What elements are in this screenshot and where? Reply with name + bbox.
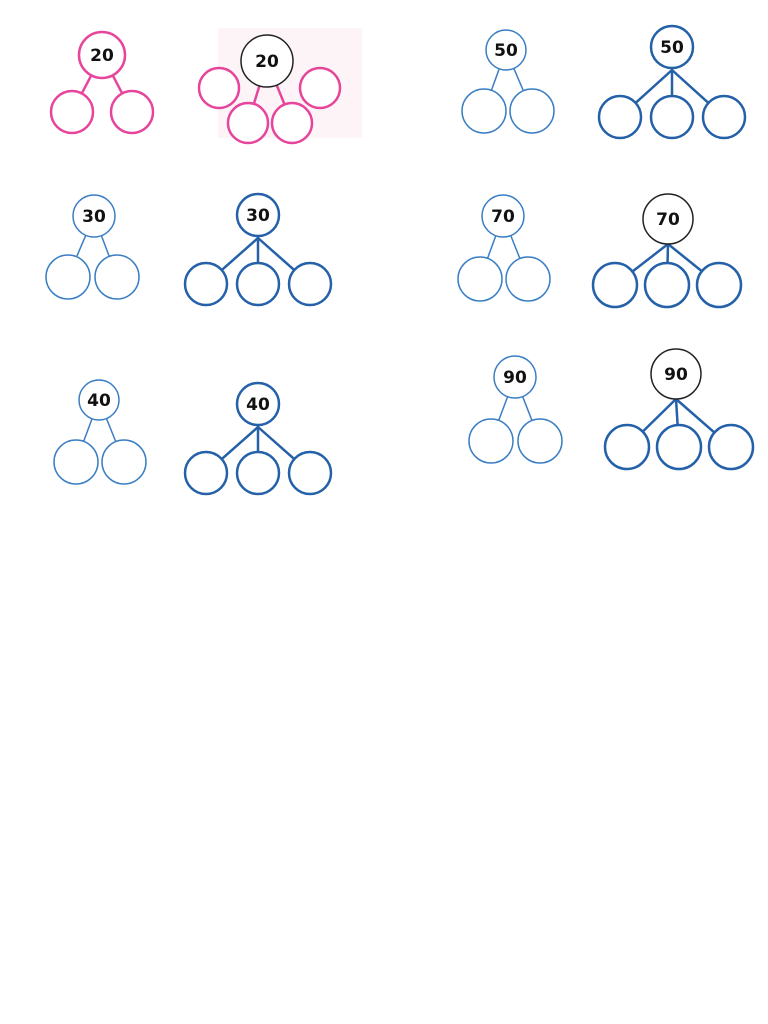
connector-line bbox=[641, 398, 677, 433]
whole-value: 40 bbox=[246, 395, 270, 415]
part-circle[interactable] bbox=[591, 261, 639, 309]
connector-line bbox=[80, 74, 93, 94]
bonds-layer: 20 20 50 50 30 30 70 70 40 40 90 90 bbox=[45, 24, 755, 496]
whole-circle bbox=[485, 29, 527, 71]
part-circle[interactable] bbox=[109, 89, 155, 135]
part-circle[interactable] bbox=[270, 101, 314, 145]
part-circle[interactable] bbox=[53, 439, 99, 485]
connector-line bbox=[510, 235, 521, 259]
whole-circle bbox=[78, 379, 120, 421]
connector-line bbox=[100, 235, 110, 257]
part-circle[interactable] bbox=[287, 261, 333, 307]
connector-line bbox=[490, 68, 500, 91]
bond-70-three-parts: 70 bbox=[591, 193, 743, 309]
connector-line bbox=[631, 243, 669, 273]
part-circle[interactable] bbox=[183, 450, 229, 496]
part-circle[interactable] bbox=[707, 423, 755, 471]
connector-line bbox=[675, 398, 716, 434]
connector-line bbox=[257, 237, 296, 272]
connector-line bbox=[220, 237, 259, 272]
whole-circle bbox=[72, 194, 116, 238]
bond-40-three-parts: 40 bbox=[183, 381, 333, 496]
part-circle[interactable] bbox=[603, 423, 651, 471]
bond-30-two-parts: 30 bbox=[45, 194, 140, 300]
whole-value: 50 bbox=[660, 38, 684, 58]
whole-circle bbox=[481, 194, 525, 238]
connector-line bbox=[111, 74, 124, 94]
whole-circle bbox=[649, 24, 695, 70]
connector-line bbox=[674, 398, 679, 426]
whole-value: 30 bbox=[246, 206, 270, 226]
connector-line bbox=[513, 68, 525, 92]
connector-line bbox=[634, 69, 673, 104]
whole-value: 70 bbox=[656, 210, 680, 230]
whole-circle bbox=[240, 34, 294, 88]
part-circle[interactable] bbox=[287, 450, 333, 496]
whole-circle bbox=[235, 381, 281, 427]
whole-circle bbox=[493, 355, 537, 399]
whole-value: 30 bbox=[82, 207, 106, 227]
whole-value: 70 bbox=[491, 207, 515, 227]
connector-line bbox=[82, 418, 93, 442]
part-circle[interactable] bbox=[183, 261, 229, 307]
part-circle[interactable] bbox=[101, 439, 147, 485]
whole-value: 50 bbox=[494, 41, 518, 61]
part-circle[interactable] bbox=[505, 256, 551, 302]
part-circle[interactable] bbox=[235, 450, 281, 496]
bond-40-two-parts: 40 bbox=[53, 379, 147, 485]
connector-line bbox=[220, 426, 259, 461]
bond-70-two-parts: 70 bbox=[457, 194, 551, 302]
part-circle[interactable] bbox=[701, 94, 747, 140]
part-circle[interactable] bbox=[94, 254, 140, 300]
connector-line bbox=[257, 426, 296, 461]
bond-90-two-parts: 90 bbox=[468, 355, 563, 464]
whole-circle bbox=[642, 193, 694, 245]
whole-value: 90 bbox=[664, 365, 688, 385]
bond-30-three-parts: 30 bbox=[183, 192, 333, 307]
whole-circle bbox=[77, 30, 127, 80]
bond-20-five-parts: 20 bbox=[197, 34, 342, 145]
whole-value: 20 bbox=[255, 52, 279, 72]
part-circle[interactable] bbox=[695, 261, 743, 309]
part-circle[interactable] bbox=[235, 261, 281, 307]
part-circle[interactable] bbox=[468, 418, 514, 464]
whole-value: 20 bbox=[90, 46, 114, 66]
part-circle[interactable] bbox=[655, 423, 703, 471]
part-circle[interactable] bbox=[509, 88, 555, 134]
part-circle[interactable] bbox=[517, 418, 563, 464]
connector-line bbox=[75, 235, 87, 258]
part-circle[interactable] bbox=[457, 256, 503, 302]
part-circle[interactable] bbox=[45, 254, 91, 300]
connector-line bbox=[252, 85, 261, 105]
part-circle[interactable] bbox=[226, 101, 270, 145]
bond-50-three-parts: 50 bbox=[597, 24, 747, 140]
part-circle[interactable] bbox=[461, 88, 507, 134]
part-circle[interactable] bbox=[597, 94, 643, 140]
connector-line bbox=[671, 69, 710, 104]
connector-line bbox=[105, 418, 117, 442]
whole-value: 90 bbox=[503, 368, 527, 388]
connector-line bbox=[667, 243, 703, 273]
connector-line bbox=[521, 396, 533, 421]
connector-line bbox=[486, 235, 497, 259]
connector-line bbox=[275, 84, 286, 105]
bond-90-three-parts: 90 bbox=[603, 348, 755, 471]
connector-line bbox=[498, 396, 509, 421]
part-circle[interactable] bbox=[649, 94, 695, 140]
part-circle[interactable] bbox=[643, 261, 691, 309]
whole-value: 40 bbox=[87, 391, 111, 411]
part-circle[interactable] bbox=[197, 66, 241, 110]
part-circle[interactable] bbox=[49, 89, 95, 135]
whole-circle bbox=[650, 348, 702, 400]
bond-50-two-parts: 50 bbox=[461, 29, 555, 134]
whole-circle bbox=[235, 192, 281, 238]
part-circle[interactable] bbox=[298, 66, 342, 110]
bond-20-two-parts: 20 bbox=[49, 30, 155, 135]
